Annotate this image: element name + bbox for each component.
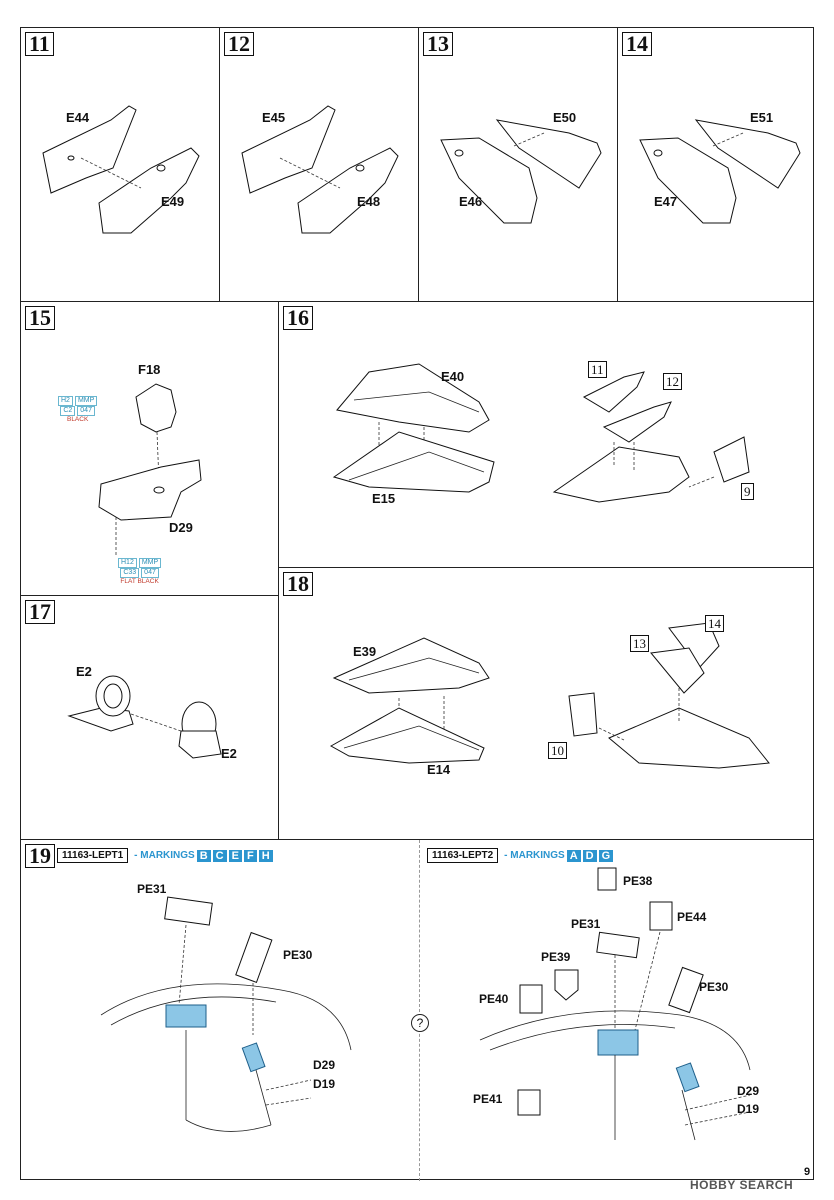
part-e51-drawing [639,119,801,224]
part-label: D29 [169,520,193,535]
marking-badge: D [582,849,597,862]
part-label: PE30 [699,980,729,994]
markings-label: - MARKINGS [504,850,565,861]
part-label: E49 [161,194,185,209]
part-label: PE38 [623,874,653,888]
part-e45-drawing [241,105,399,234]
step-16-panel: 16 E40 E15 11 12 9 [278,301,814,568]
wing-e40-e15-drawing [332,363,750,503]
part-label: PE44 [677,910,707,924]
part-label: PE41 [473,1092,503,1106]
marking-badge: F [243,849,257,862]
part-e50-drawing [440,119,602,224]
marking-badge: B [196,849,211,862]
part-label: E50 [553,110,577,125]
marking-badge: C [212,849,227,862]
part-label: D29 [313,1058,336,1072]
part-label: PE30 [283,948,313,962]
markings-header-lept1: 11163-LEPT1 - MARKINGS B C E F H [57,848,273,863]
part-label: D29 [737,1084,760,1098]
cockpit-right-drawing [479,867,751,1141]
step-number: 15 [25,306,55,330]
part-label: PE39 [541,950,571,964]
markings-header-lept2: 11163-LEPT2 - MARKINGS A D G [427,848,614,863]
marking-badge: H [258,849,273,862]
part-label: E14 [427,762,451,777]
part-label: E47 [654,194,678,209]
step-number: 16 [283,306,313,330]
step-number: 12 [224,32,254,56]
part-label: E2 [76,664,92,679]
watermark: HOBBY SEARCH [690,1178,794,1192]
step-number: 17 [25,600,55,624]
part-label: D19 [737,1102,760,1116]
part-label: PE31 [137,882,167,896]
part-label: E48 [357,194,381,209]
part-label: F18 [138,362,161,377]
part-label: PE40 [479,992,509,1006]
variant-code: 11163-LEPT1 [57,848,129,863]
part-label: D19 [313,1077,336,1091]
step-number: 14 [622,32,652,56]
part-label: PE31 [571,917,601,931]
question-mark-icon: ? [411,1014,429,1032]
paint-name: BLACK [66,416,89,423]
step-ref-10: 10 [548,742,567,759]
step-14-panel: 14 E51 E47 [617,27,814,302]
step-19-panel: 19 11163-LEPT1 - MARKINGS B C E F H PE31… [20,839,814,1181]
step-ref-13: 13 [630,635,649,652]
step-ref-12: 12 [663,373,682,390]
paint-name: FLAT BLACK [120,578,159,585]
part-label: E2 [221,746,237,761]
variant-divider [419,840,420,1181]
cockpit-left-drawing [100,896,352,1132]
marking-badge: G [598,849,614,862]
variant-code: 11163-LEPT2 [427,848,499,863]
part-label: E51 [750,110,774,125]
step-number: 18 [283,572,313,596]
marking-badge: E [228,849,242,862]
markings-label: - MARKINGS [134,850,195,861]
page-number: 9 [804,1166,811,1178]
step-ref-14: 14 [705,615,724,632]
step-12-panel: 12 E45 E48 [219,27,419,302]
part-e2-drawing [67,675,222,759]
part-label: E15 [372,491,396,506]
part-f18-d29-drawing [98,383,202,557]
step-number: 11 [25,32,54,56]
part-label: E45 [262,110,286,125]
step-number: 19 [25,844,55,868]
marking-badge: A [566,849,581,862]
wing-e39-e14-drawing [329,622,770,769]
step-11-panel: 11 E44 E49 [20,27,220,302]
part-label: E44 [66,110,90,125]
part-label: E46 [459,194,483,209]
step-ref-9: 9 [741,483,754,500]
part-label: E39 [353,644,377,659]
step-17-panel: 17 E2 E2 [20,595,279,840]
step-18-panel: 18 E39 E14 14 13 10 [278,567,814,840]
step-13-panel: 13 E50 E46 [418,27,618,302]
step-number: 13 [423,32,453,56]
part-label: E40 [441,369,465,384]
part-e44-drawing [42,105,200,234]
step-ref-11: 11 [588,361,607,378]
